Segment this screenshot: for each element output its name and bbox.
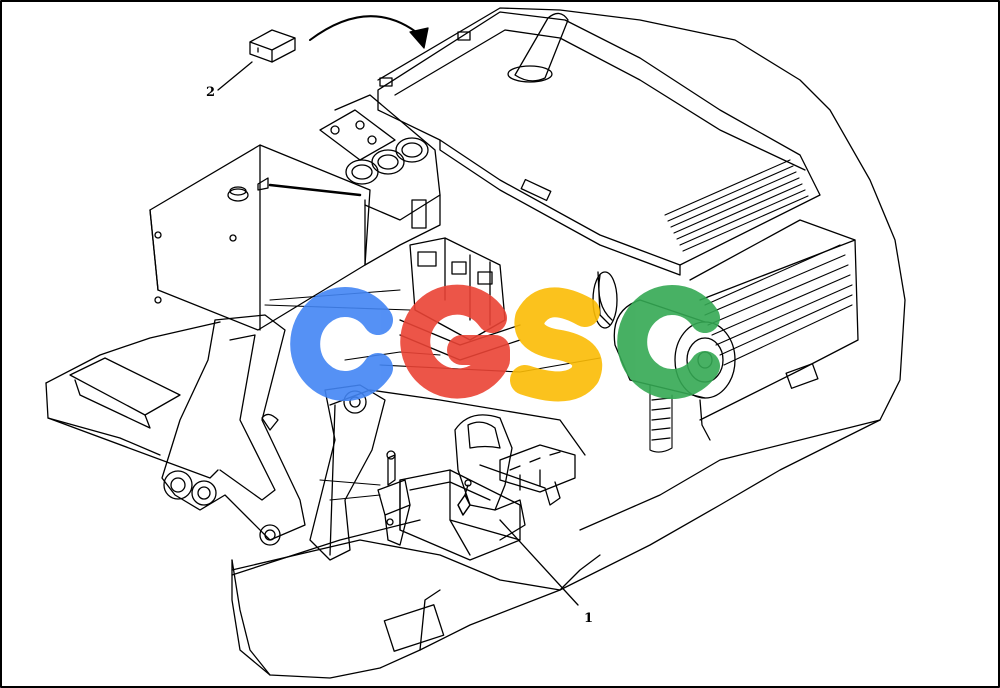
hood-vent-slots [664, 159, 809, 252]
boom-swing-bracket [161, 314, 386, 561]
exhaust-pipe [514, 12, 569, 82]
watermark-letter-c [617, 285, 720, 399]
small-component-box [249, 29, 296, 63]
filter-assembly [319, 94, 441, 266]
switch-panel [479, 444, 576, 506]
watermark-letter-c [290, 287, 393, 401]
left-joystick [377, 450, 411, 546]
arrow-head-icon [409, 27, 429, 49]
watermark-letter-s [510, 287, 603, 402]
callout-label-1: 1 [584, 611, 594, 626]
leader-line-2 [217, 61, 253, 91]
pin-joint [163, 470, 193, 500]
callout-label-2: 2 [206, 85, 216, 100]
hood-latch [520, 178, 552, 202]
watermark [290, 284, 720, 402]
tank-cap [227, 188, 249, 202]
operator-seat [454, 414, 526, 541]
engine-hood [377, 11, 821, 276]
battery-tray [69, 357, 181, 429]
watermark-letter-g [400, 284, 510, 399]
radiator-side-panel [689, 219, 859, 421]
leader-line-1 [499, 519, 579, 606]
control-console [399, 469, 521, 561]
upper-frame [45, 7, 906, 679]
cab-floor [231, 389, 586, 652]
install-arrow [309, 15, 429, 49]
